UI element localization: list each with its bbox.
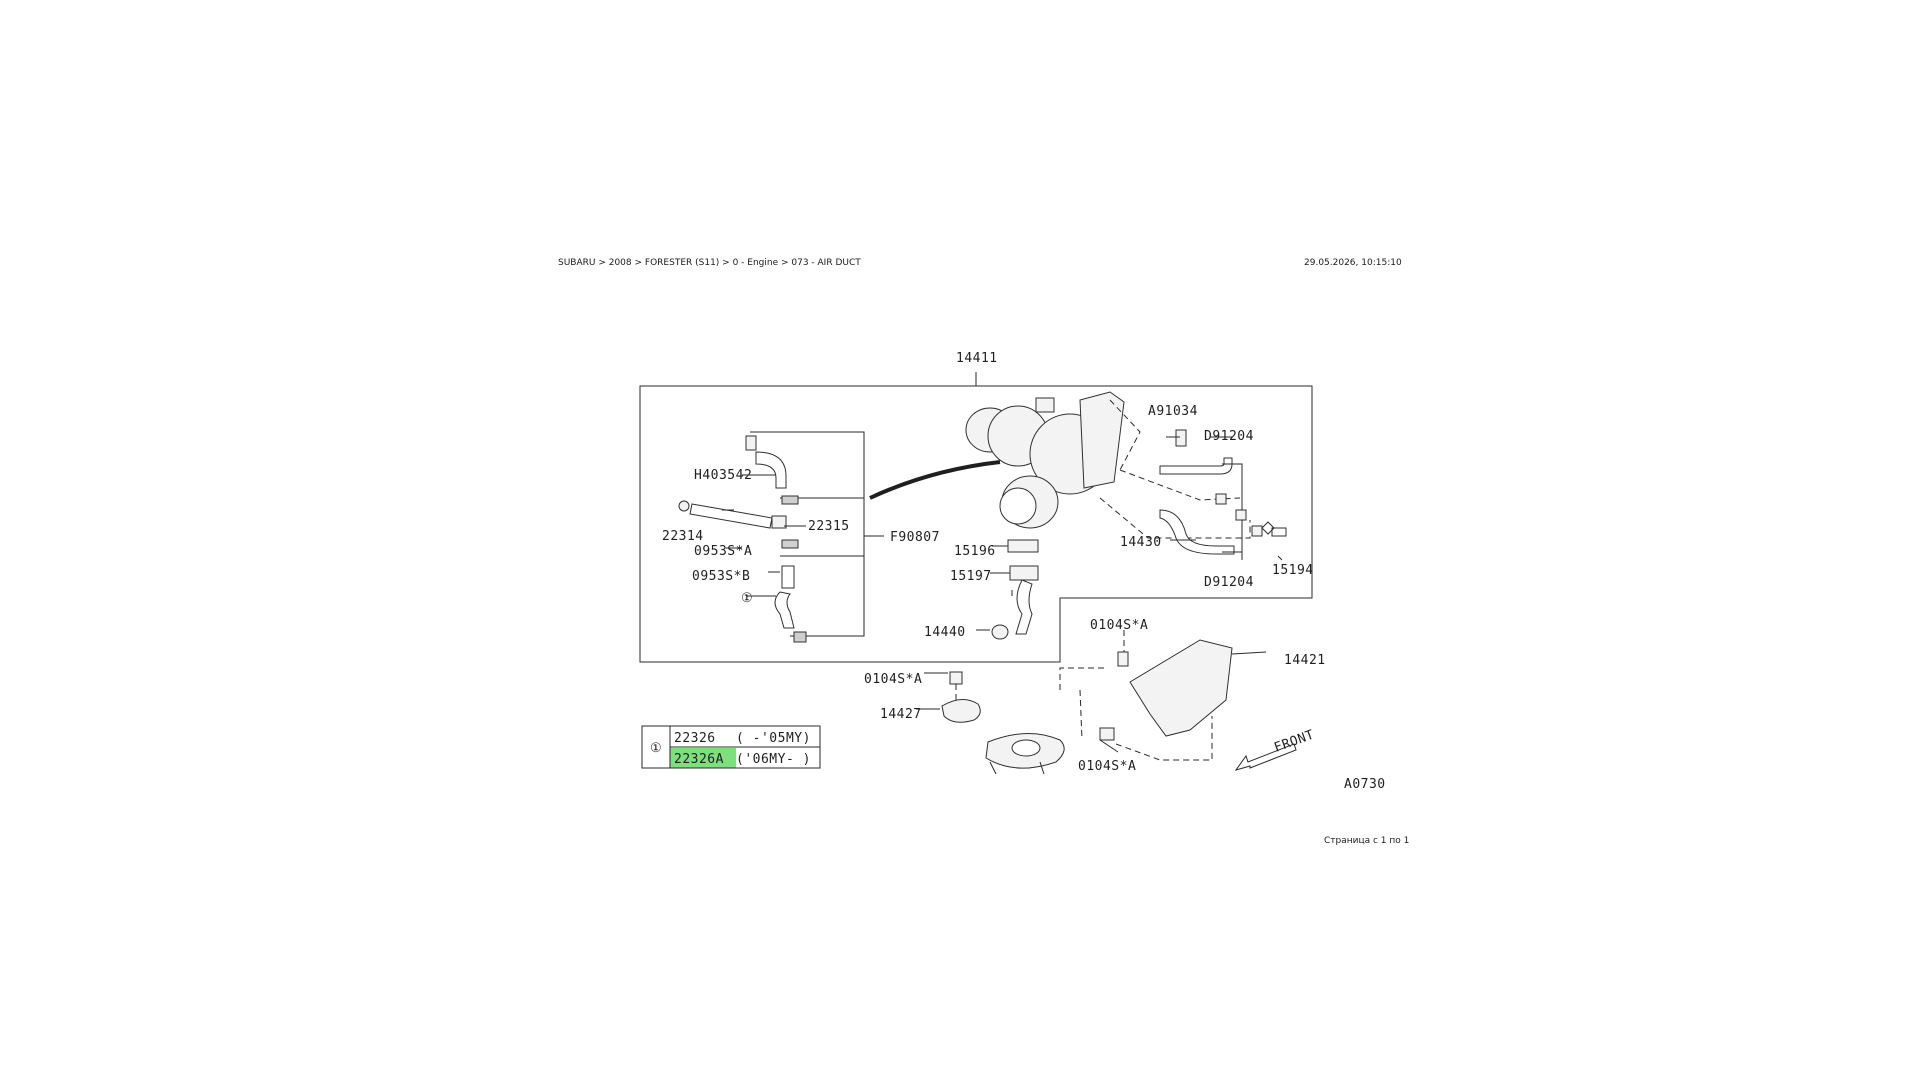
water-pipes [1159,429,1287,560]
label-14440: 14440 [924,625,966,640]
label-0104s-a-bottom: 0104S*A [1078,759,1136,774]
hose-straight [689,503,773,529]
label-15197: 15197 [950,569,992,584]
main-frame [639,372,1313,663]
gasket-upper [1215,493,1227,505]
union-screw [1175,429,1187,447]
variant-range-2: ('06MY- ) [736,752,811,767]
variant-range-1: ( -'05MY) [736,731,811,746]
label-0104s-a-left: 0104S*A [864,672,922,687]
label-0104s-a-top: 0104S*A [1090,618,1148,633]
label-f90807: F90807 [890,530,940,545]
variants-marker: ① [650,741,662,756]
turbo-bracket [941,630,1267,775]
label-a91034: A91034 [1148,404,1198,419]
turbocharger [965,391,1251,539]
water-pipe-lower [1159,509,1235,555]
breadcrumb: SUBARU > 2008 > FORESTER (S11) > 0 - Eng… [558,258,861,268]
union-bolt-right [1261,521,1287,537]
label-0953s-a: 0953S*A [694,544,752,559]
label-front: FRONT [1272,727,1316,755]
page-number: Страница с 1 по 1 [1324,836,1410,846]
water-pipe-upper [1159,457,1233,475]
hose-clamp [781,495,799,505]
label-h403542: H403542 [694,468,752,483]
union-bolt [678,500,690,512]
hose-elbow-upper [755,451,787,489]
label-circle-one: ① [741,591,753,606]
gasket-mid [1235,509,1247,521]
oil-feed-pipe [869,460,1001,500]
label-22314: 22314 [662,529,704,544]
label-14411: 14411 [956,351,998,366]
variant-part-2[interactable]: 22326A [674,752,724,767]
hose-clamp-2 [781,539,799,549]
hose-short [781,565,795,589]
variants-table: ① 22326 ( -'05MY) 22326A ('06MY- ) [641,725,821,769]
label-d91204-top: D91204 [1204,429,1254,444]
hose-clip [745,435,757,451]
hose-elbow-lower [774,591,795,629]
label-diagram-code: A0730 [1344,777,1386,792]
oil-hoses [678,435,807,643]
hose-end-fitting [793,631,807,643]
front-direction-arrow [1234,743,1297,771]
label-14430: 14430 [1120,535,1162,550]
variant-part-1[interactable]: 22326 [674,731,716,746]
print-timestamp: 29.05.2026, 10:15:10 [1304,258,1402,268]
label-14427: 14427 [880,707,922,722]
leader-lines [722,436,1283,753]
gasket-lower [1251,525,1263,537]
label-15196: 15196 [954,544,996,559]
label-14421: 14421 [1284,653,1326,668]
hose-joint [771,515,787,529]
label-15194: 15194 [1272,563,1314,578]
oil-outlet [991,539,1039,640]
highlight-22326a [670,748,736,768]
label-0953s-b: 0953S*B [692,569,750,584]
label-d91204-bottom: D91204 [1204,575,1254,590]
label-22315: 22315 [808,519,850,534]
